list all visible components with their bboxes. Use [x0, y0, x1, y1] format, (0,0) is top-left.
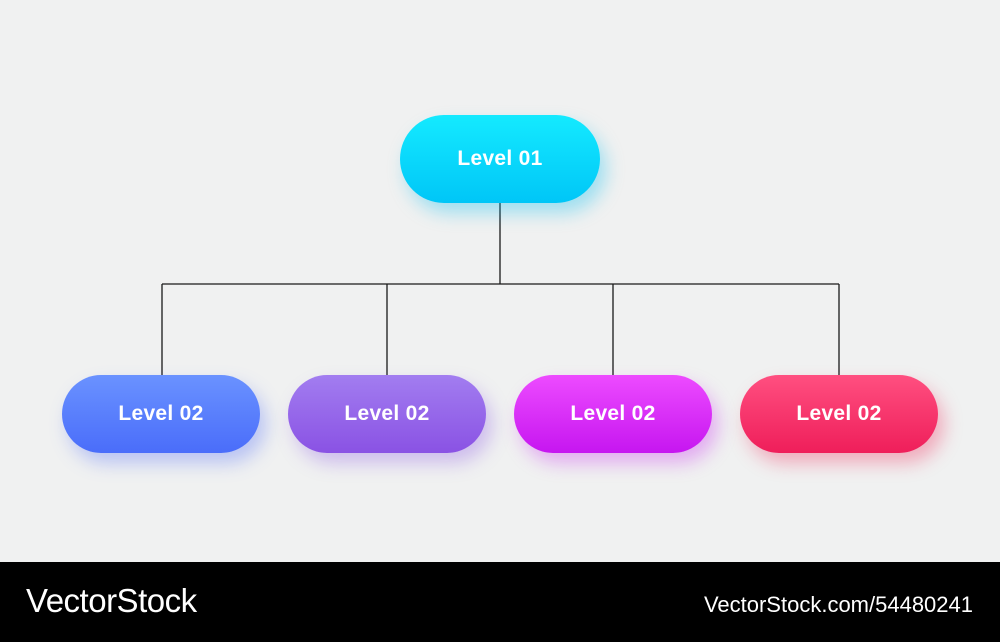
brand-logo-text: VectorStock: [26, 582, 197, 619]
child-node-4-label: Level 02: [796, 402, 882, 425]
child-node-1: Level 02: [62, 375, 260, 453]
child-node-3: Level 02: [514, 375, 712, 453]
root-node-level-01: Level 01: [400, 115, 600, 203]
child-node-2: Level 02: [288, 375, 486, 453]
connector-lines: [161, 203, 840, 375]
image-id-text: VectorStock.com/54480241: [703, 592, 973, 617]
diagram-canvas: Level 01 Level 02 Level 02 Level 02 Leve…: [62, 115, 938, 453]
child-node-1-label: Level 02: [118, 402, 204, 425]
root-node-label: Level 01: [457, 147, 543, 170]
watermark-footer: VectorStock VectorStock.com/54480241: [0, 562, 1000, 642]
child-node-3-label: Level 02: [570, 402, 656, 425]
child-node-2-label: Level 02: [344, 402, 430, 425]
child-node-4: Level 02: [740, 375, 938, 453]
